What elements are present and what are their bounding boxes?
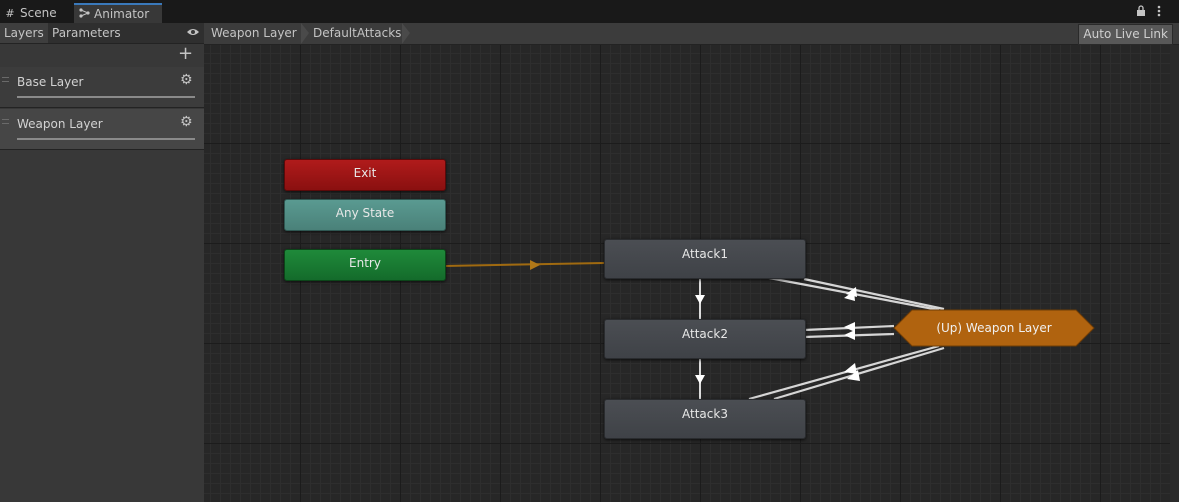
- state-attack1[interactable]: Attack1: [604, 239, 806, 279]
- transition-edges: [443, 260, 1095, 401]
- layer-row-weapon[interactable]: Weapon Layer ⚙: [0, 109, 204, 150]
- breadcrumb-item-weapon-layer[interactable]: Weapon Layer: [211, 26, 297, 40]
- layer-weight-bar: [17, 138, 195, 140]
- state-entry[interactable]: Entry: [284, 249, 446, 281]
- gear-icon[interactable]: ⚙: [180, 114, 193, 130]
- graph-scrollbar[interactable]: [1170, 45, 1179, 502]
- state-any-state[interactable]: Any State: [284, 199, 446, 231]
- drag-handle-icon[interactable]: [2, 119, 9, 124]
- arrow-icon: [695, 375, 705, 384]
- arrow-icon: [844, 363, 857, 374]
- tab-animator-label: Animator: [94, 7, 150, 21]
- layers-parameters-tabs: Layers Parameters: [0, 23, 204, 44]
- add-layer-icon[interactable]: +: [178, 43, 194, 64]
- more-menu-icon[interactable]: [1157, 5, 1161, 20]
- tab-scene-label: Scene: [20, 6, 57, 20]
- state-attack3[interactable]: Attack3: [604, 399, 806, 439]
- grid-icon: #: [5, 7, 15, 20]
- state-up-weapon-layer[interactable]: (Up) Weapon Layer: [936, 321, 1052, 335]
- breadcrumb-item-default-attacks[interactable]: DefaultAttacks: [313, 26, 402, 40]
- breadcrumb: Weapon Layer DefaultAttacks Auto Live Li…: [204, 23, 1179, 45]
- state-exit[interactable]: Exit: [284, 159, 446, 191]
- transition-up-attack1: [803, 277, 945, 311]
- animator-icon: [78, 6, 90, 24]
- arrow-icon: [844, 330, 855, 340]
- layer-weight-bar: [17, 96, 195, 98]
- tab-animator[interactable]: Animator: [74, 3, 162, 23]
- gear-icon[interactable]: ⚙: [180, 72, 193, 88]
- eye-icon[interactable]: [186, 26, 200, 40]
- transition-entry-attack1: [443, 262, 605, 267]
- layer-name: Base Layer: [17, 75, 84, 89]
- auto-live-link-button[interactable]: Auto Live Link: [1078, 24, 1173, 45]
- window-tab-bar: # Scene Animator: [0, 0, 1179, 23]
- breadcrumb-separator: [301, 23, 309, 44]
- layer-row-base[interactable]: Base Layer ⚙: [0, 67, 204, 108]
- lock-icon[interactable]: [1136, 5, 1146, 19]
- layer-name: Weapon Layer: [17, 117, 103, 131]
- layers-panel: Layers Parameters + Base Layer ⚙ Weapon …: [0, 23, 204, 502]
- state-attack2[interactable]: Attack2: [604, 319, 806, 359]
- up-weapon-layer-shape: [893, 309, 1095, 347]
- transition-attack3-up: [748, 344, 940, 401]
- tab-parameters[interactable]: Parameters: [52, 26, 121, 40]
- tab-scene[interactable]: # Scene: [0, 3, 72, 23]
- arrow-icon: [695, 295, 705, 304]
- tab-layers[interactable]: Layers: [0, 23, 48, 43]
- animator-graph[interactable]: Exit Any State Entry Attack1 Attack2 Att…: [204, 45, 1170, 502]
- arrow-icon: [844, 322, 855, 332]
- drag-handle-icon[interactable]: [2, 77, 9, 82]
- arrow-icon: [530, 260, 540, 270]
- breadcrumb-separator: [402, 23, 410, 44]
- arrow-icon: [847, 370, 860, 381]
- transition-up-attack3: [773, 346, 945, 401]
- arrow-icon: [844, 291, 855, 301]
